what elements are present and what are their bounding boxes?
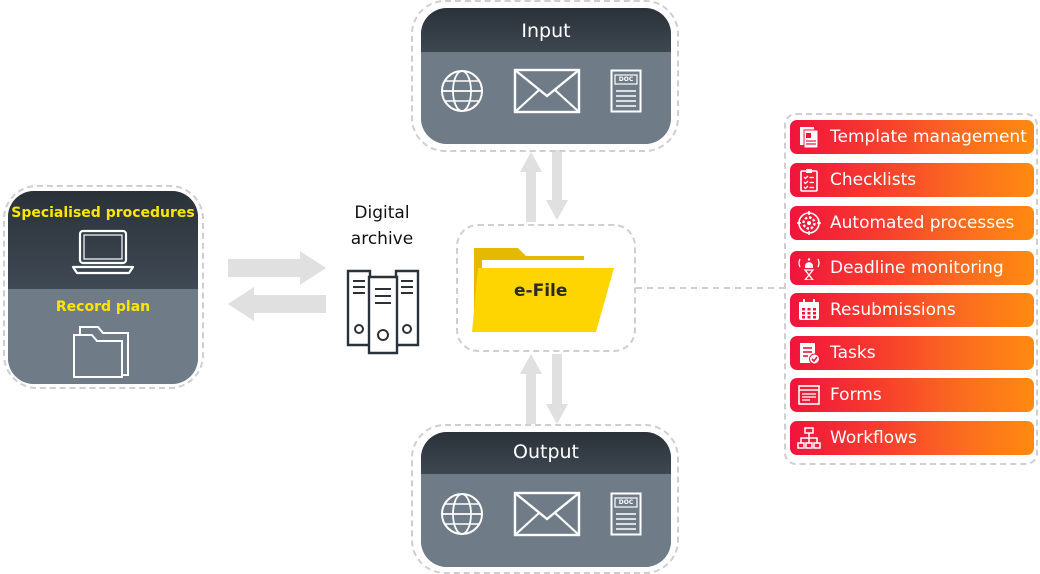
output-panel-header: Output	[421, 432, 671, 476]
feature-label: Checklists	[830, 170, 917, 190]
feature-label: Resubmissions	[830, 300, 956, 320]
calendar-icon	[799, 299, 819, 320]
feature-tasks[interactable]: Tasks	[790, 336, 1034, 370]
output-title: Output	[513, 441, 579, 463]
feature-label: Template management	[830, 127, 1027, 147]
doc-icon	[610, 69, 642, 113]
output-panel-frame	[411, 424, 679, 574]
task-icon	[800, 343, 820, 365]
feature-forms[interactable]: Forms	[790, 378, 1034, 412]
output-panel: Output DOC	[421, 432, 671, 567]
feature-workflows[interactable]: Workflows	[790, 421, 1034, 455]
archive-title-line1: Digital	[354, 203, 410, 223]
feature-label: Workflows	[830, 428, 917, 448]
form-icon	[798, 385, 820, 405]
checklist-icon	[800, 169, 818, 192]
gear-target-icon	[797, 211, 821, 235]
feature-list-frame	[784, 113, 1038, 465]
input-panel-header: Input	[421, 8, 671, 54]
feature-label: Deadline monitoring	[830, 258, 1004, 278]
feature-template-management[interactable]: Template management	[790, 120, 1034, 154]
doc-icon	[610, 492, 642, 536]
efile-label: e-File	[514, 281, 568, 301]
left-panel-frame	[3, 185, 204, 389]
feature-resubmissions[interactable]: Resubmissions	[790, 293, 1034, 327]
globe-icon	[441, 70, 483, 112]
arrow-down-top	[546, 150, 568, 220]
arrow-down-bottom	[546, 354, 568, 424]
folder-icon	[472, 248, 614, 332]
feature-label: Forms	[830, 385, 882, 405]
template-icon	[800, 127, 819, 149]
doc-badge: DOC	[618, 499, 634, 506]
input-title: Input	[521, 20, 571, 42]
connector-line	[636, 287, 786, 289]
alarm-hourglass-icon	[798, 258, 820, 280]
feature-label: Tasks	[830, 343, 876, 363]
output-panel-body: DOC	[421, 474, 671, 567]
folder-outline-icon	[73, 326, 129, 378]
input-panel: Input DOC	[421, 8, 671, 144]
feature-label: Automated processes	[830, 213, 1015, 233]
server-icon	[346, 269, 420, 355]
envelope-icon	[513, 491, 581, 537]
feature-deadline-monitoring[interactable]: Deadline monitoring	[790, 251, 1034, 285]
feature-automated-processes[interactable]: Automated processes	[790, 206, 1034, 240]
input-panel-body: DOC	[421, 52, 671, 144]
arrow-up-bottom	[520, 354, 542, 424]
record-plan-label: Record plan	[55, 299, 151, 315]
specialised-procedures-label: Specialised procedures	[11, 205, 195, 221]
input-panel-frame	[411, 0, 679, 152]
efile-frame	[456, 224, 636, 352]
globe-icon	[441, 493, 483, 535]
arrow-right	[228, 251, 326, 285]
specialised-procedures-section: Specialised procedures	[8, 191, 198, 291]
archive-title: Digital archive	[330, 200, 434, 252]
arrow-up-top	[520, 152, 542, 222]
left-panel: Specialised procedures Record plan	[8, 191, 198, 384]
feature-checklists[interactable]: Checklists	[790, 163, 1034, 197]
arrow-left	[228, 287, 326, 321]
workflow-icon	[797, 427, 821, 449]
envelope-icon	[513, 68, 581, 114]
doc-badge: DOC	[618, 76, 634, 83]
record-plan-section: Record plan	[8, 289, 198, 384]
archive-title-line2: archive	[350, 229, 414, 249]
laptop-icon	[71, 229, 135, 275]
